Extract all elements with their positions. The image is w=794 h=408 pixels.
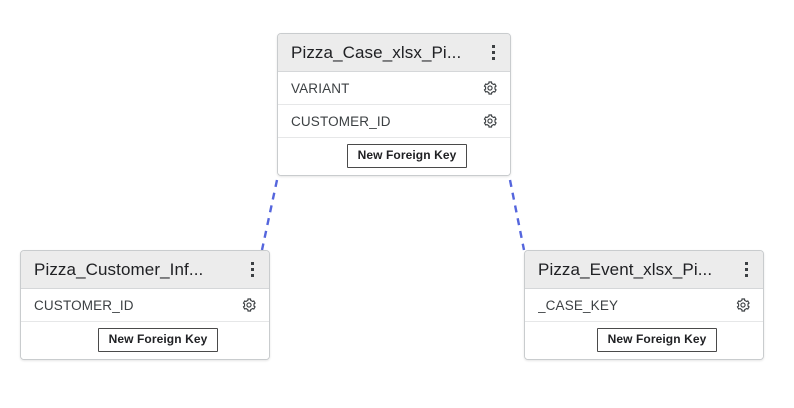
card-header: Pizza_Event_xlsx_Pi... <box>525 251 763 289</box>
card-header: Pizza_Customer_Inf... <box>21 251 269 289</box>
card-title: Pizza_Customer_Inf... <box>34 259 204 279</box>
column-row[interactable]: _CASE_KEY <box>525 289 763 322</box>
new-foreign-key-button[interactable]: New Foreign Key <box>596 328 718 353</box>
more-vertical-icon[interactable] <box>241 255 263 285</box>
column-row[interactable]: CUSTOMER_ID <box>21 289 269 322</box>
column-name: VARIANT <box>291 80 350 96</box>
card-header: Pizza_Case_xlsx_Pi... <box>278 34 510 72</box>
table-card-pizza-customer-info[interactable]: Pizza_Customer_Inf... CUSTOMER_ID New Fo… <box>20 250 270 361</box>
column-row[interactable]: VARIANT <box>278 72 510 105</box>
settings-gear-icon[interactable] <box>735 297 751 313</box>
relationship-line-case-to-customer <box>260 179 279 251</box>
column-name: CUSTOMER_ID <box>34 297 134 313</box>
settings-gear-icon[interactable] <box>482 80 498 96</box>
card-footer: New Foreign Key <box>21 322 269 360</box>
more-vertical-icon[interactable] <box>482 38 504 68</box>
card-footer: New Foreign Key <box>278 138 510 176</box>
column-name: _CASE_KEY <box>538 297 619 313</box>
settings-gear-icon[interactable] <box>241 297 257 313</box>
card-footer: New Foreign Key <box>525 322 763 360</box>
settings-gear-icon[interactable] <box>482 113 498 129</box>
more-vertical-icon[interactable] <box>735 255 757 285</box>
table-card-pizza-case[interactable]: Pizza_Case_xlsx_Pi... VARIANT CUSTOMER_I… <box>277 33 511 177</box>
card-title: Pizza_Case_xlsx_Pi... <box>291 42 462 62</box>
card-title: Pizza_Event_xlsx_Pi... <box>538 259 713 279</box>
relationship-line-case-to-event <box>508 179 526 251</box>
table-card-pizza-event[interactable]: Pizza_Event_xlsx_Pi... _CASE_KEY New For… <box>524 250 764 361</box>
new-foreign-key-button[interactable]: New Foreign Key <box>97 328 219 353</box>
new-foreign-key-button[interactable]: New Foreign Key <box>346 144 468 169</box>
column-row[interactable]: CUSTOMER_ID <box>278 105 510 138</box>
column-name: CUSTOMER_ID <box>291 113 391 129</box>
